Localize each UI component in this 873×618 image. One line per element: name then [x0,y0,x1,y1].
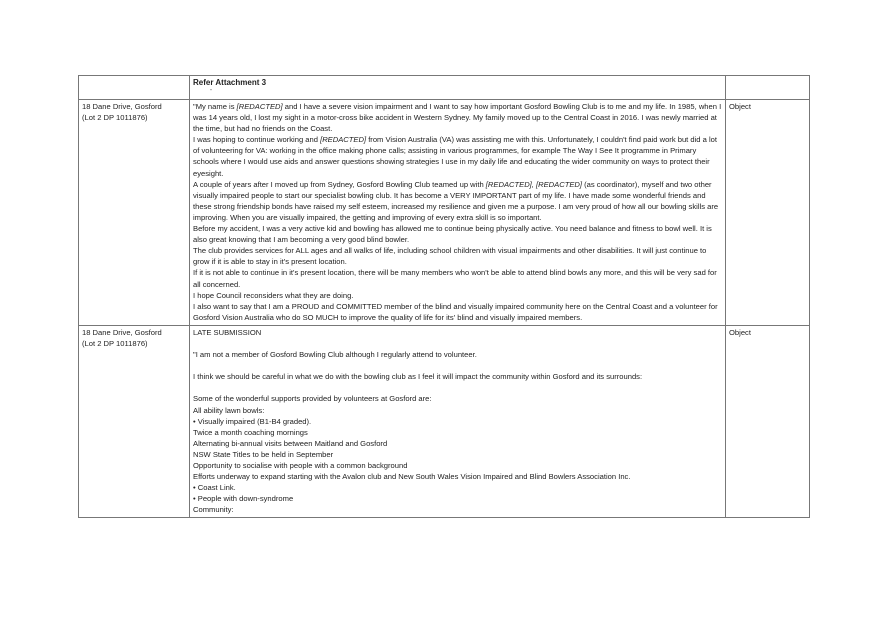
submission-line: Opportunity to socialise with people wit… [193,461,408,470]
submission-line: • People with down-syndrome [193,494,294,504]
submission-line: • Coast Link. [193,483,236,493]
paragraph-text: The club provides services for ALL ages … [193,246,707,267]
header-position-cell [725,75,810,100]
submission-line: I think we should be careful in what we … [193,372,643,382]
submission-text: LATE SUBMISSION "I am not a member of Gos… [193,327,722,516]
paragraph-text: and I have a severe vision impairment an… [193,102,722,134]
submission-paragraph: A couple of years after I moved up from … [193,179,722,223]
submission-paragraph: "My name is [REDACTED] and I have a seve… [193,101,722,134]
paragraph-text: I was hoping to continue working and [193,135,321,145]
submission-line: "I am not a member of Gosford Bowling Cl… [193,350,477,360]
redacted-text: [REDACTED], [REDACTED] [485,179,582,189]
submissions-table: Refer Attachment 3 " 18 Dane Drive, Gosf… [78,75,810,519]
paragraph-text: (as coordinator), myself and two other v… [193,179,719,222]
paragraph-text: from Vision Australia (VA) was assisting… [193,135,717,178]
submission-text: "My name is [REDACTED] and I have a seve… [193,101,722,323]
submission-paragraph: I hope Council reconsiders what they are… [193,290,722,301]
submission-line: Some of the wonderful supports provided … [193,394,432,404]
address-cell: 18 Dane Drive, Gosford (Lot 2 DP 1011876… [78,324,190,519]
header-title-cell: Refer Attachment 3 " [189,75,726,100]
header-mark: " [210,89,212,95]
position-value: Object [729,327,751,337]
position-value: Object [729,102,751,111]
submission-text-cell: LATE SUBMISSION "I am not a member of Gos… [189,324,726,519]
header-row: Refer Attachment 3 " [78,75,810,100]
blank-line [193,338,722,349]
submission-row-1: 18 Dane Drive, Gosford (Lot 2 DP 1011876… [78,99,810,326]
submission-line: Community: [193,505,234,515]
blank-line [193,360,722,371]
header-address-cell [78,75,190,100]
lot-line: (Lot 2 DP 1011876) [82,338,148,348]
paragraph-text: I also want to say that I am a PROUD and… [193,301,718,322]
paragraph-text: I hope Council reconsiders what they are… [193,290,354,300]
submission-row-2: 18 Dane Drive, Gosford (Lot 2 DP 1011876… [78,324,810,519]
submission-line: All ability lawn bowls: [193,405,265,415]
blank-line [193,382,722,393]
submission-line: LATE SUBMISSION [193,327,262,337]
paragraph-text: If it is not able to continue in it's pr… [193,268,717,289]
address-line: 18 Dane Drive, Gosford [82,102,162,111]
table-title: Refer Attachment 3 [193,78,267,87]
redacted-text: [REDACTED] [320,135,367,145]
submission-line: Efforts underway to expand starting with… [193,472,631,482]
lot-line: (Lot 2 DP 1011876) [82,113,148,123]
paragraph-text: Before my accident, I was a very active … [193,224,712,245]
paragraph-text: "My name is [193,102,237,111]
submission-paragraph: I also want to say that I am a PROUD and… [193,301,722,323]
submission-paragraph: Before my accident, I was a very active … [193,223,722,245]
submission-line: • Visually impaired (B1-B4 graded). [193,416,312,426]
position-cell: Object [725,99,810,326]
paragraph-text: A couple of years after I moved up from … [193,179,486,189]
submission-line: NSW State Titles to be held in September [193,449,334,459]
submission-line: Alternating bi-annual visits between Mai… [193,438,388,448]
submission-paragraph: I was hoping to continue working and [RE… [193,134,722,178]
submission-paragraph: If it is not able to continue in it's pr… [193,267,722,289]
submission-paragraph: The club provides services for ALL ages … [193,245,722,267]
position-cell: Object [725,324,810,519]
address-line: 18 Dane Drive, Gosford [82,327,162,337]
submission-text-cell: "My name is [REDACTED] and I have a seve… [189,99,726,326]
submission-line: Twice a month coaching mornings [193,427,308,437]
address-cell: 18 Dane Drive, Gosford (Lot 2 DP 1011876… [78,99,190,326]
redacted-text: [REDACTED] [236,102,283,111]
